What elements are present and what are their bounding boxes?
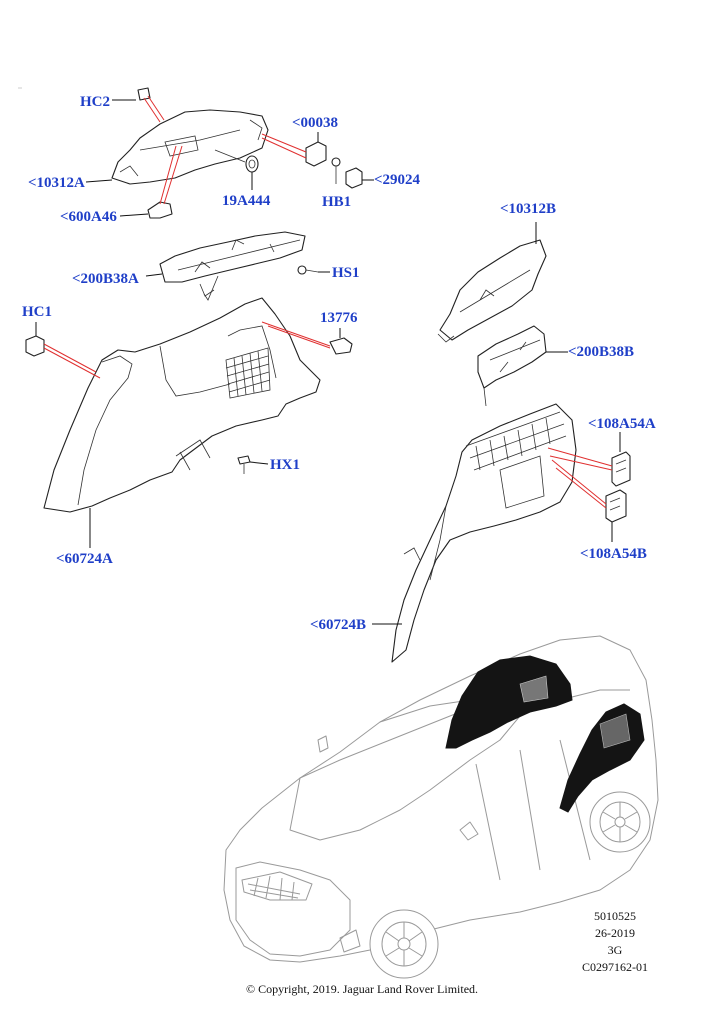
callout-00038[interactable]: <00038: [292, 115, 339, 131]
callout-13776[interactable]: 13776: [320, 310, 358, 326]
callout-hx1[interactable]: HX1: [270, 457, 300, 473]
quarter-trim-60724b[interactable]: [391, 403, 577, 663]
callout-600a46[interactable]: <600A46: [60, 209, 117, 225]
callout-10312b[interactable]: <10312B: [500, 201, 557, 217]
meta-line-2: 26-2019: [595, 926, 635, 940]
trim-panel-10312b[interactable]: [437, 239, 547, 343]
bolt-hb1[interactable]: [331, 157, 341, 184]
cover-108a54b[interactable]: [605, 489, 627, 523]
drawing-reference: 5010525 26-2019 3G C0297162-01: [570, 908, 660, 976]
vehicle-outline: [223, 635, 659, 979]
bracket-200b38b[interactable]: [477, 325, 547, 407]
callout-10312a[interactable]: <10312A: [28, 175, 85, 191]
screw-hx1[interactable]: [237, 455, 251, 474]
meta-line-3: 3G: [607, 943, 623, 957]
callout-60724a[interactable]: <60724A: [56, 551, 113, 567]
callout-108a54a[interactable]: <108A54A: [588, 416, 656, 432]
callout-hs1[interactable]: HS1: [332, 265, 360, 281]
vehicle-highlight-right-trim: [559, 703, 645, 813]
bracket-200b38a[interactable]: [159, 231, 306, 301]
screw-hs1[interactable]: [297, 265, 319, 275]
callout-19a444[interactable]: 19A444: [222, 193, 271, 209]
clip-600a46[interactable]: [147, 201, 173, 219]
grommet-19a444[interactable]: [245, 155, 259, 173]
storage-net: [225, 347, 271, 399]
quarter-trim-60724a[interactable]: [43, 297, 321, 513]
clip-hc2[interactable]: [137, 87, 151, 101]
cover-108a54a[interactable]: [611, 451, 631, 487]
leaders-right-lower: [372, 432, 621, 625]
copyright-notice: © Copyright, 2019. Jaguar Land Rover Lim…: [245, 982, 479, 996]
callout-108a54b[interactable]: <108A54B: [580, 546, 647, 562]
callout-200b38b[interactable]: <200B38B: [568, 344, 635, 360]
callout-200b38a[interactable]: <200B38A: [72, 271, 139, 287]
trim-panel-10312a[interactable]: [111, 109, 269, 185]
callout-29024[interactable]: <29024: [374, 172, 421, 188]
meta-line-1: 5010525: [594, 909, 636, 923]
callout-hb1[interactable]: HB1: [322, 194, 352, 210]
callout-hc2[interactable]: HC2: [80, 94, 110, 110]
meta-line-4: C0297162-01: [582, 960, 648, 974]
callout-hc1[interactable]: HC1: [22, 304, 52, 320]
bracket-00038[interactable]: [305, 141, 327, 167]
lamp-13776[interactable]: [329, 337, 353, 355]
leaders-60724a: [35, 321, 341, 548]
callout-60724b[interactable]: <60724B: [310, 617, 367, 633]
leaders-right-upper: [535, 222, 568, 353]
vehicle-highlight-left-trim: [445, 655, 573, 749]
leaders-200b38a: [145, 271, 330, 277]
clip-hc1[interactable]: [25, 335, 45, 357]
leaders-upper-left: [85, 95, 374, 217]
clip-29024[interactable]: [345, 167, 363, 189]
